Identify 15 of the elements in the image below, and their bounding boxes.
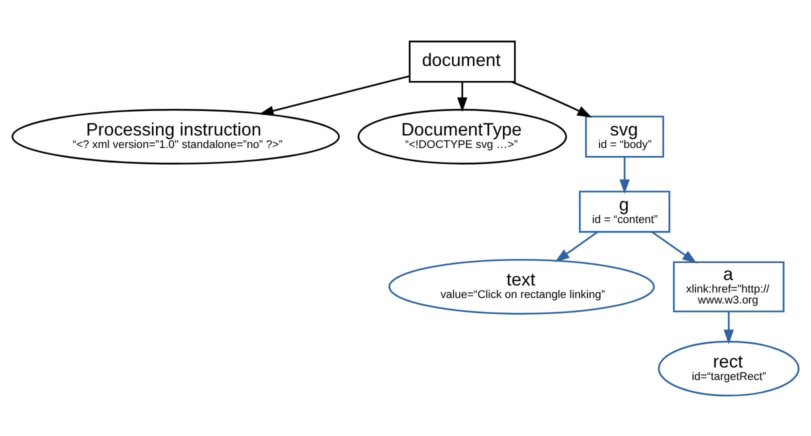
node-ellipse: text value=“Click on rectangle linking” (388, 258, 655, 314)
node-box: document (408, 40, 516, 82)
arrow (259, 74, 410, 116)
arrow (724, 311, 734, 344)
arrow (457, 81, 468, 112)
arrow (651, 230, 697, 263)
node-box: g id = “content” (578, 190, 670, 232)
node-box: a xlink:href="http:// www.w3.org (673, 260, 784, 312)
arrow (554, 230, 598, 262)
arrow (620, 156, 630, 194)
arrow (511, 80, 592, 117)
node-ellipse: rect id=“targetRect” (658, 340, 800, 396)
node-ellipse: Processing instruction “<? xml version=”1.0" standalone=”no” ?>” (12, 108, 340, 164)
node-ellipse: DocumentType “<!DOCTYPE svg …>” (358, 108, 567, 164)
node-box: svg id = “body” (585, 115, 664, 158)
